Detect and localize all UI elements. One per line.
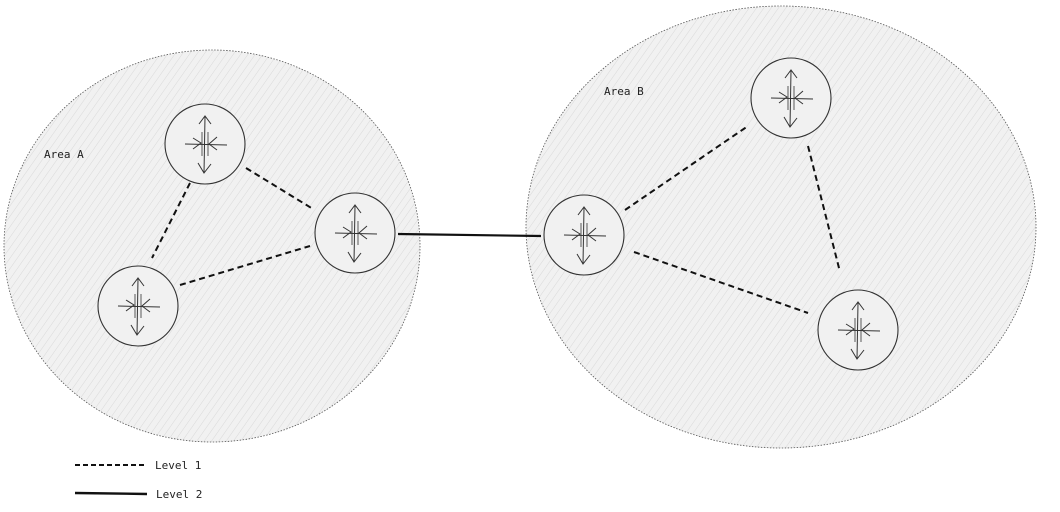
legend-label-level2: Level 2 bbox=[156, 488, 202, 501]
link-a-top-a-right bbox=[245, 167, 314, 210]
area-a: Area A bbox=[3, 49, 421, 443]
legend: Level 1 Level 2 bbox=[74, 459, 202, 501]
link-level2-backbone bbox=[397, 232, 542, 238]
legend-swatch-solid bbox=[74, 491, 148, 496]
level1-links bbox=[151, 125, 841, 314]
legend-item-level1: Level 1 bbox=[75, 459, 201, 472]
router-a-right[interactable] bbox=[314, 192, 396, 274]
router-b-top[interactable] bbox=[750, 57, 832, 139]
area-b: Area B bbox=[525, 5, 1037, 449]
link-b-top-b-bottom bbox=[807, 145, 841, 273]
legend-item-level2: Level 2 bbox=[74, 488, 202, 501]
router-b-bottom[interactable] bbox=[817, 289, 899, 371]
link-a-left-a-right bbox=[179, 245, 311, 286]
legend-label-level1: Level 1 bbox=[155, 459, 201, 472]
router-b-left[interactable] bbox=[543, 194, 625, 276]
area-a-label: Area A bbox=[44, 148, 84, 161]
link-b-left-b-bottom bbox=[633, 251, 809, 314]
link-b-left-b-top bbox=[624, 125, 749, 211]
area-b-label: Area B bbox=[604, 85, 644, 98]
link-a-top-a-left bbox=[151, 182, 191, 259]
router-a-top[interactable] bbox=[164, 103, 246, 185]
router-a-left[interactable] bbox=[97, 265, 179, 347]
